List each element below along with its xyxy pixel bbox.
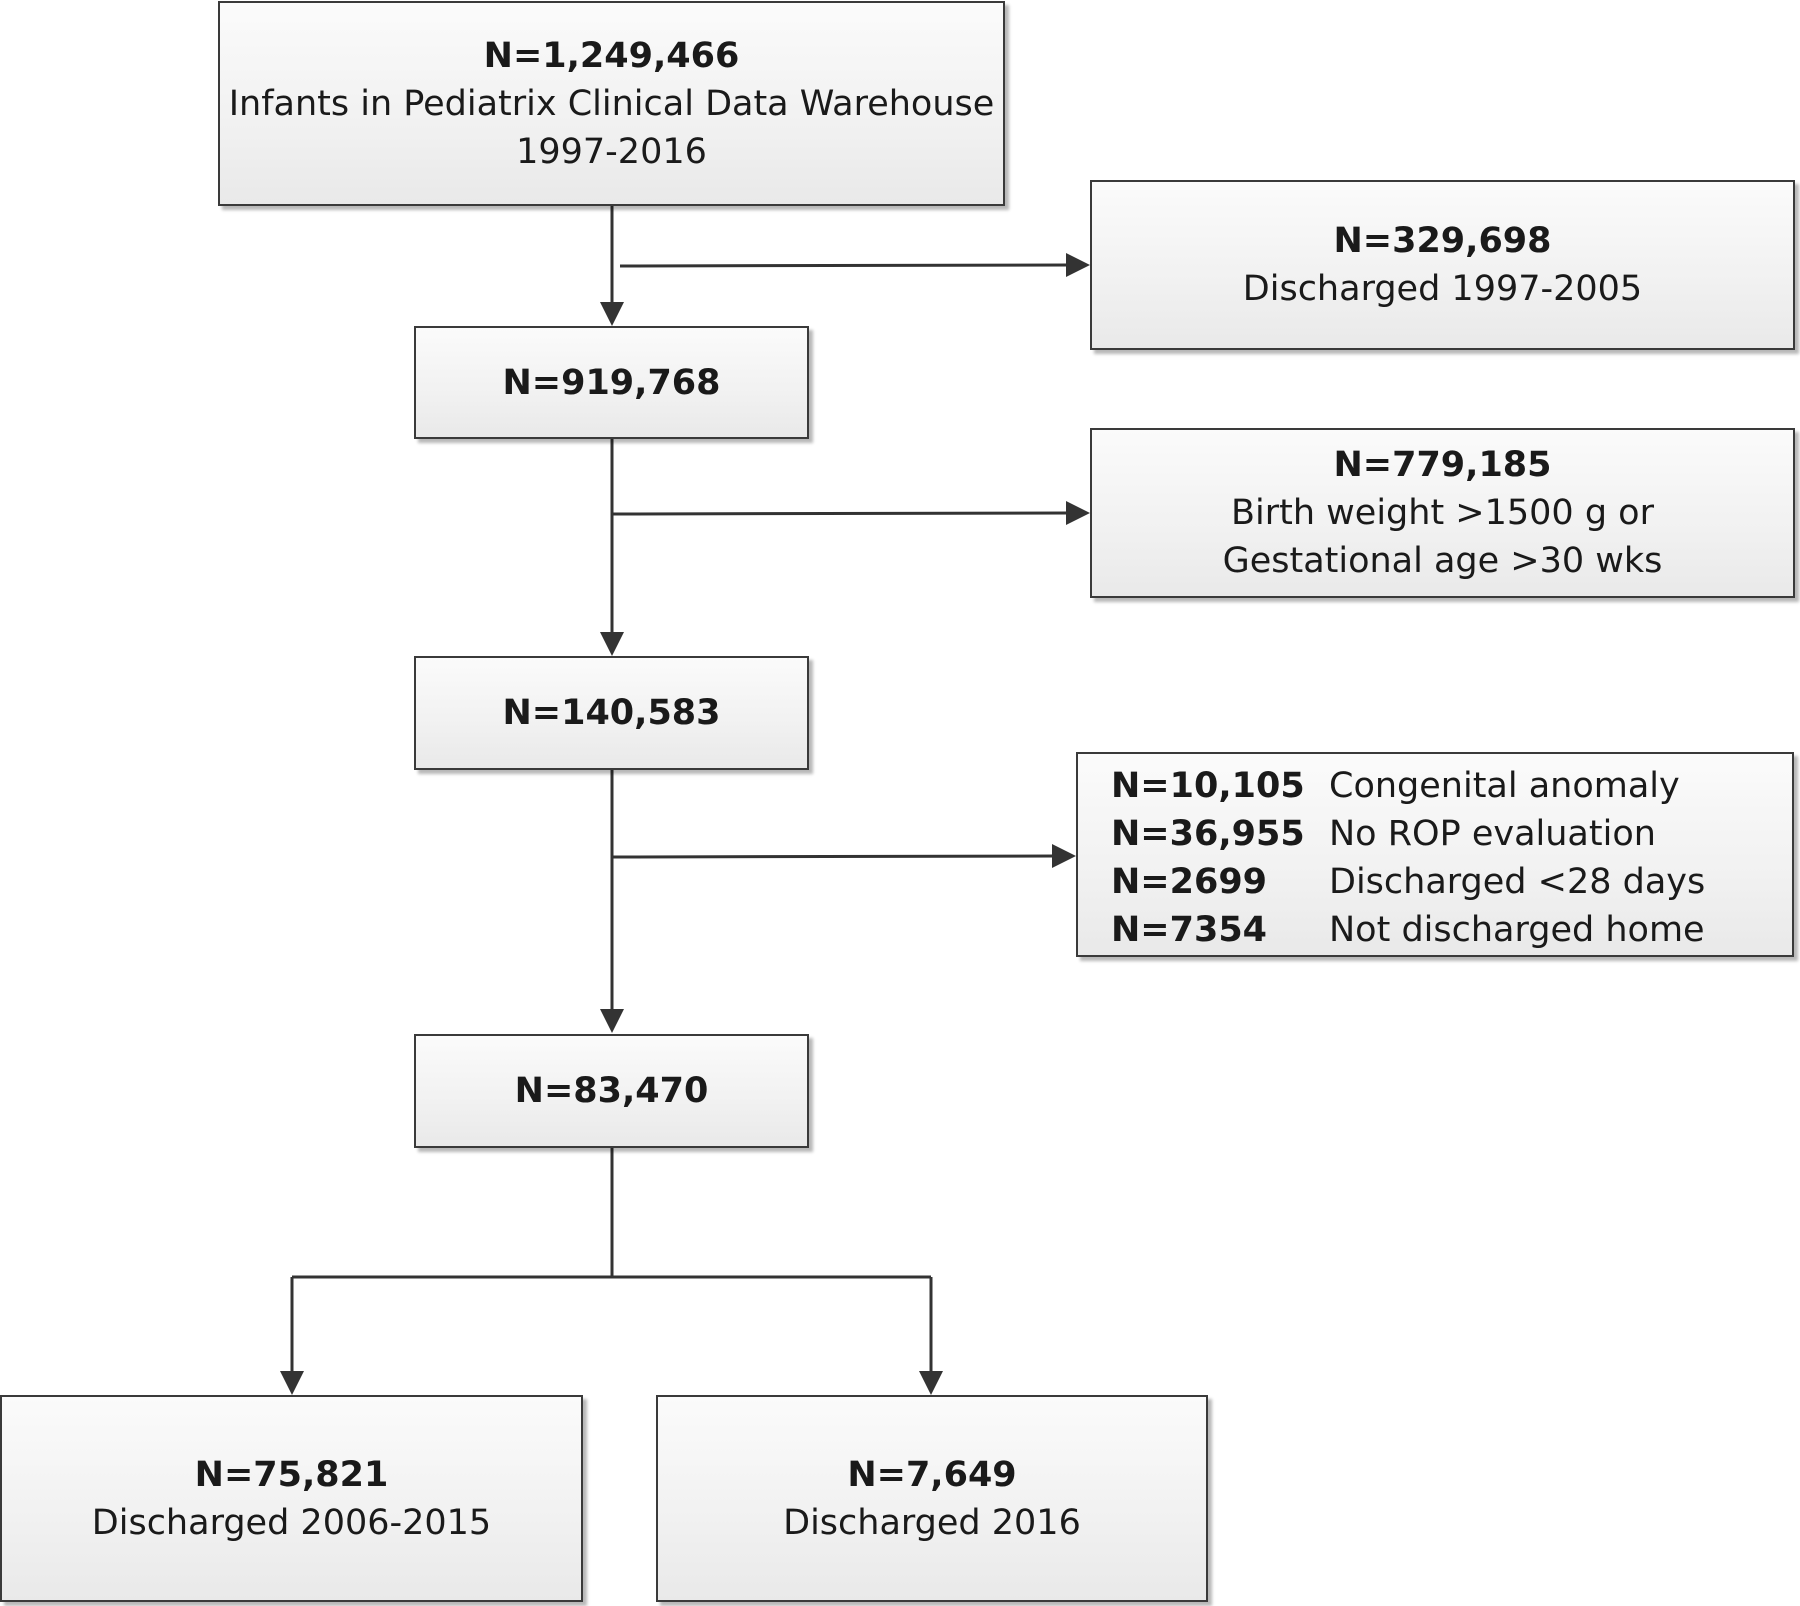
leaf-left-count: N=75,821 xyxy=(194,1454,389,1495)
exclusion2-count: N=779,185 xyxy=(1333,445,1552,485)
step2-box: N=919,768 xyxy=(414,326,809,439)
exclusion-box-weight-gestation: N=779,185 Birth weight >1500 g or Gestat… xyxy=(1090,428,1795,598)
step3-box: N=140,583 xyxy=(414,656,809,770)
arrowhead-exclusion2 xyxy=(1066,501,1090,525)
exclusion3-reason: Discharged <28 days xyxy=(1329,862,1706,902)
connector-to-exclusion2 xyxy=(611,511,1071,516)
exclusion-box-discharged-early: N=329,698 Discharged 1997-2005 xyxy=(1090,180,1795,350)
leaf-box-2016: N=7,649 Discharged 2016 xyxy=(656,1395,1208,1602)
step3-count: N=140,583 xyxy=(502,693,721,733)
exclusion3-row: N=2699 Discharged <28 days xyxy=(1111,858,1705,906)
exclusion2-reason-weight: Birth weight >1500 g or xyxy=(1231,493,1654,533)
exclusion3-reason: No ROP evaluation xyxy=(1329,814,1656,854)
exclusion3-count: N=2699 xyxy=(1111,862,1268,902)
exclusion1-reason: Discharged 1997-2005 xyxy=(1242,269,1643,309)
root-description: Infants in Pediatrix Clinical Data Wareh… xyxy=(228,83,995,124)
exclusion3-count: N=7354 xyxy=(1111,910,1268,950)
step4-count: N=83,470 xyxy=(514,1071,709,1111)
arrowhead-leaf-right xyxy=(919,1371,943,1395)
leaf-left-description: Discharged 2006-2015 xyxy=(91,1502,492,1543)
arrowhead-exclusion3 xyxy=(1052,844,1076,868)
leaf-box-2006-2015: N=75,821 Discharged 2006-2015 xyxy=(0,1395,583,1602)
exclusion2-reason-gestation: Gestational age >30 wks xyxy=(1222,541,1663,581)
connector-to-exclusion3 xyxy=(611,854,1057,859)
connector-to-exclusion1 xyxy=(619,263,1071,268)
exclusion3-row: N=7354 Not discharged home xyxy=(1111,906,1705,954)
exclusion3-count: N=10,105 xyxy=(1111,766,1305,806)
root-years: 1997-2016 xyxy=(516,131,707,172)
step2-count: N=919,768 xyxy=(502,362,721,403)
leaf-right-description: Discharged 2016 xyxy=(783,1502,1081,1543)
step4-box: N=83,470 xyxy=(414,1034,809,1148)
arrowhead-step4 xyxy=(600,1009,624,1033)
arrowhead-leaf-left xyxy=(280,1371,304,1395)
arrowhead-exclusion1 xyxy=(1066,253,1090,277)
arrowhead-step2 xyxy=(600,302,624,326)
exclusion3-reason: Congenital anomaly xyxy=(1329,766,1680,806)
root-population-box: N=1,249,466 Infants in Pediatrix Clinica… xyxy=(218,1,1005,206)
exclusion1-count: N=329,698 xyxy=(1333,221,1552,261)
exclusion3-table: N=10,105 Congenital anomaly N=36,955 No … xyxy=(1111,762,1705,954)
exclusion3-count: N=36,955 xyxy=(1111,814,1305,854)
exclusion3-reason: Not discharged home xyxy=(1329,910,1705,950)
leaf-right-count: N=7,649 xyxy=(847,1454,1017,1495)
arrowhead-step3 xyxy=(600,632,624,656)
root-count: N=1,249,466 xyxy=(483,35,740,76)
exclusion3-row: N=10,105 Congenital anomaly xyxy=(1111,762,1705,810)
exclusion-box-multiple-reasons xyxy=(1076,752,1794,957)
exclusion3-row: N=36,955 No ROP evaluation xyxy=(1111,810,1705,858)
